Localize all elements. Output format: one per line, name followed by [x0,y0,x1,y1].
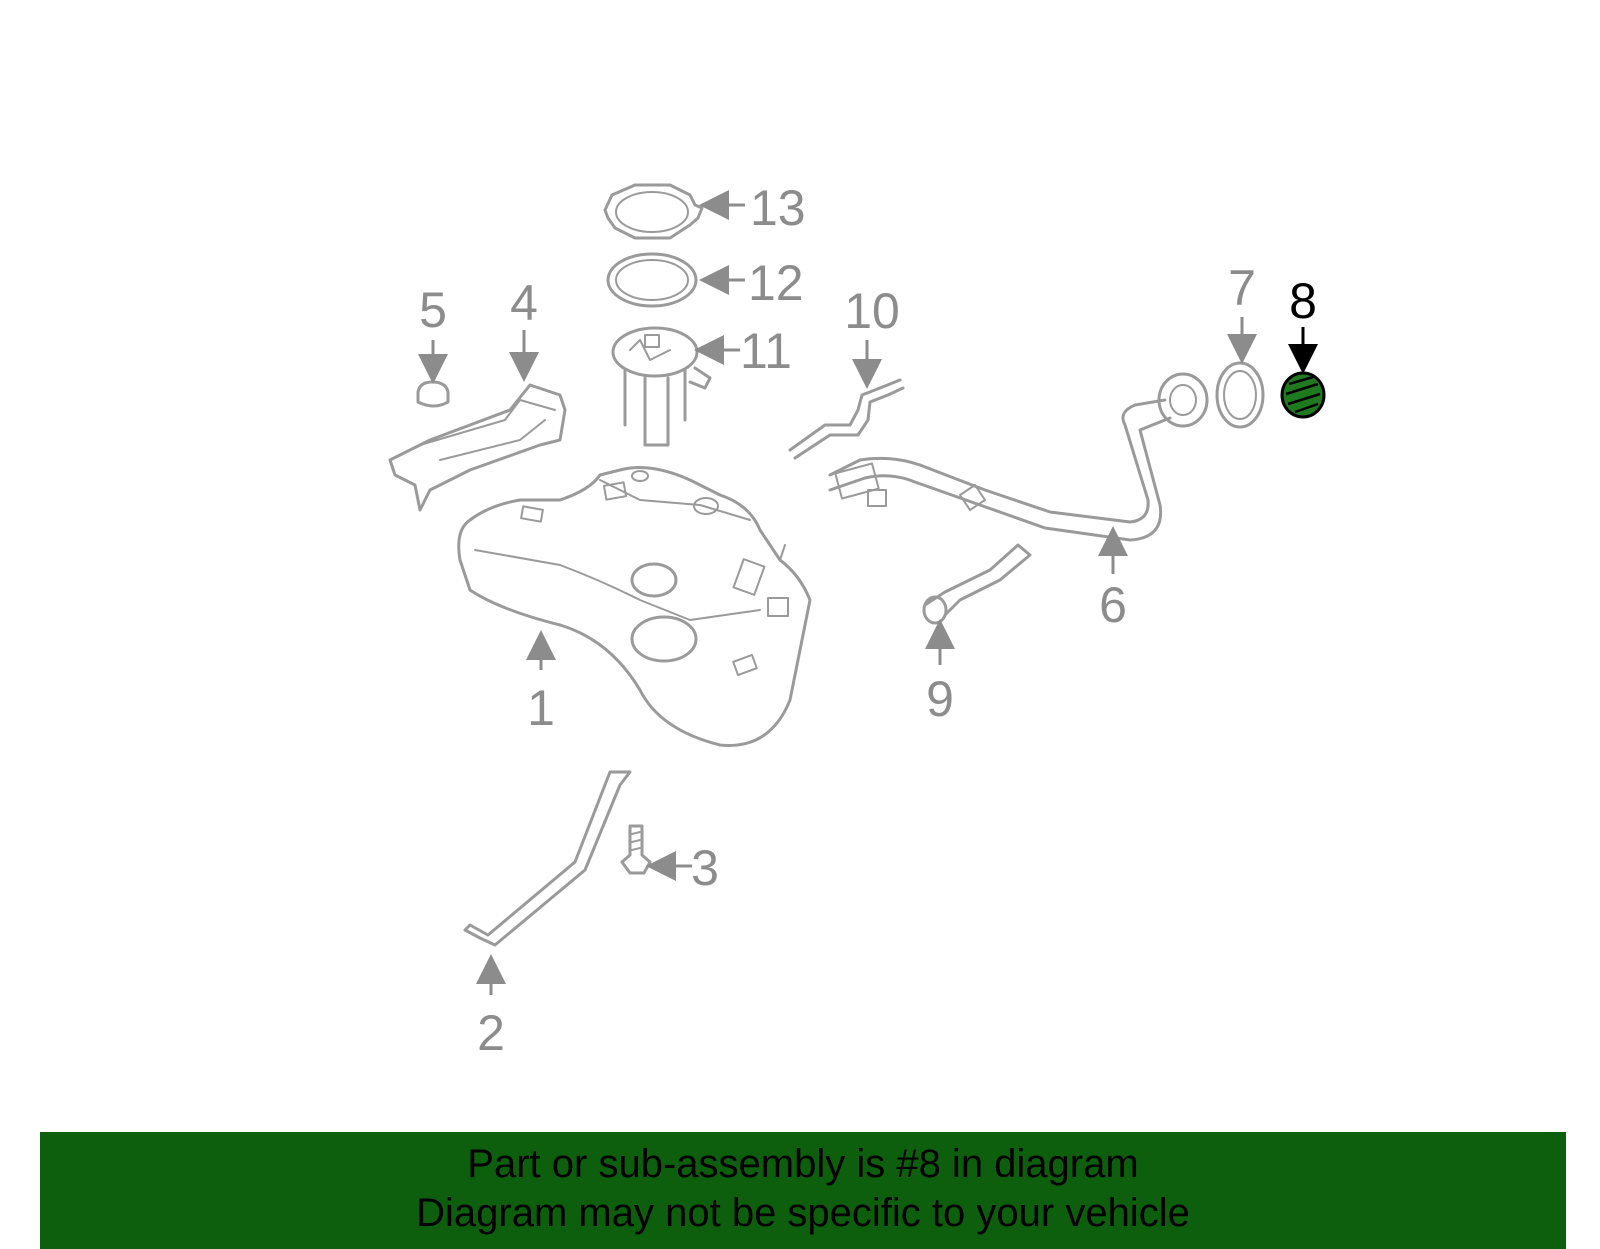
part-4-heat-shield[interactable] [388,383,567,512]
part-5-plug[interactable] [416,380,450,408]
part-12-seal-ring[interactable] [606,252,698,308]
parts-diagram: 1 2 3 4 5 6 7 8 9 10 11 12 13 [388,180,1326,1061]
part-3-bolt[interactable] [620,824,652,875]
callout-12[interactable]: 12 [748,255,804,311]
part-10-vent-tube[interactable] [788,378,905,460]
callout-4[interactable]: 4 [510,275,538,331]
info-banner: Part or sub-assembly is #8 in diagram Di… [40,1132,1566,1249]
part-1-fuel-tank[interactable] [457,466,812,747]
part-13-lock-ring[interactable] [603,183,704,240]
callout-1[interactable]: 1 [527,680,555,736]
callout-13[interactable]: 13 [750,180,806,236]
callout-9[interactable]: 9 [926,671,954,727]
callout-11[interactable]: 11 [740,323,792,379]
callout-5[interactable]: 5 [419,282,447,338]
callout-8[interactable]: 8 [1289,273,1317,329]
callout-10[interactable]: 10 [844,283,900,339]
part-7-gasket[interactable] [1215,361,1265,429]
part-2-tank-strap[interactable] [463,770,632,947]
banner-line-disclaimer: Diagram may not be specific to your vehi… [416,1191,1190,1235]
part-9-hose[interactable] [922,543,1032,625]
callout-7[interactable]: 7 [1228,260,1256,316]
part-6-filler-pipe[interactable] [828,372,1209,542]
callout-6[interactable]: 6 [1099,577,1127,633]
part-11-fuel-pump[interactable] [611,326,712,447]
callout-3[interactable]: 3 [691,840,719,896]
banner-line-part: Part or sub-assembly is #8 in diagram [467,1142,1139,1186]
part-8-fuel-cap[interactable] [1280,371,1326,419]
callout-2[interactable]: 2 [477,1005,505,1061]
